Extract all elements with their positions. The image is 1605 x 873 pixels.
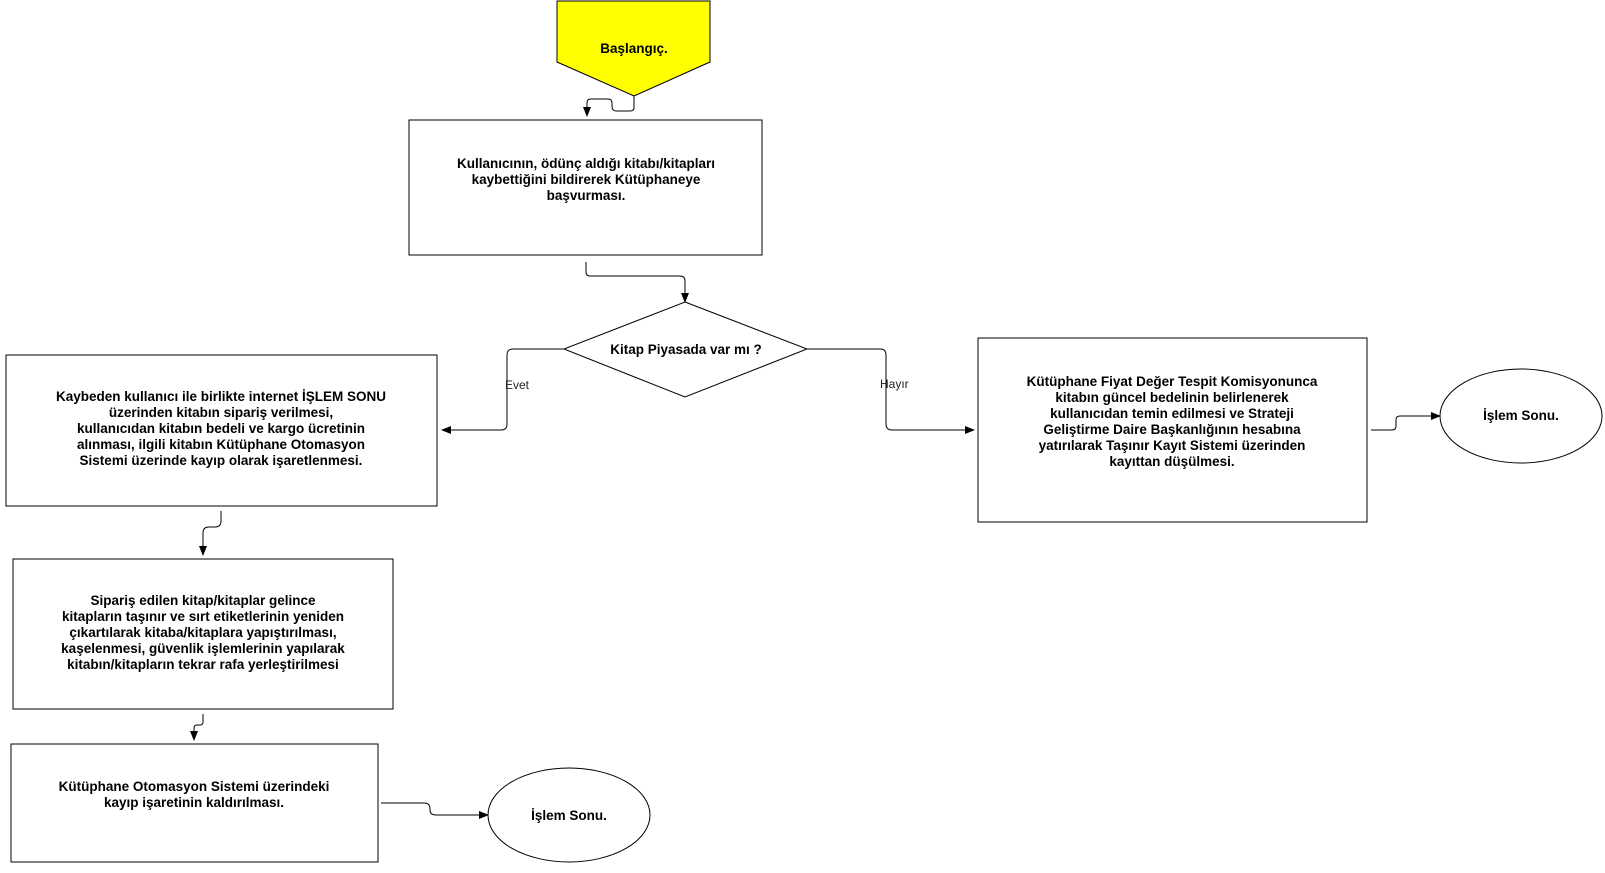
end-bottom-label: İşlem Sonu. [531,808,607,823]
edge-decision-to-commission [807,348,975,434]
edge-decision-to-order [441,348,564,434]
end-node-right[interactable]: İşlem Sonu. [1439,368,1603,464]
text-line: Kütüphane Fiyat Değer Tespit Komisyonunc… [1027,374,1318,389]
commission-label: Kütüphane Fiyat Değer Tespit Komisyonunc… [1027,374,1318,469]
text-line: Kaybeden kullanıcı ile birlikte internet… [56,389,386,404]
commission-shape [977,337,1368,523]
order-box[interactable]: Kaybeden kullanıcı ile birlikte internet… [5,354,438,507]
end-node-bottom[interactable]: İşlem Sonu. [487,767,651,863]
end-bottom-shape [487,767,651,863]
edge-commission-to-end [1371,412,1441,431]
edge-report-to-decision [585,262,689,303]
text-line: Kütüphane Otomasyon Sistemi üzerindeki [59,779,330,794]
text-line: üzerinden kitabın sipariş verilmesi, [109,405,333,420]
text-line: Geliştirme Daire Başkanlığının hesabına [1043,422,1301,437]
text-line: başvurması. [547,188,626,203]
text-line: Sipariş edilen kitap/kitaplar gelince [90,593,316,608]
report-box[interactable]: Kullanıcının, ödünç aldığı kitabı/kitapl… [408,119,763,256]
edge-label-yes: Evet [505,378,530,392]
text-line: kullanıcıdan kitabın bedeli ve kargo ücr… [77,421,365,436]
decision-node[interactable]: Kitap Piyasada var mı ? [562,301,809,398]
labels-shape [12,558,394,710]
decision-shape [562,301,809,398]
edge-start-to-report [583,96,635,117]
text-line: kitabın güncel bedelinin belirlenerek [1055,390,1289,405]
start-label: Başlangıç. [600,41,668,56]
text-line: Sistemi üzerinde kayıp olarak işaretlenm… [80,453,363,468]
text-line: yatırılarak Taşınır Kayıt Sistemi üzerin… [1039,438,1306,453]
start-node[interactable]: Başlangıç. [556,0,711,97]
edge-order-to-labels [199,511,222,556]
start-shape [556,0,711,97]
report-shape [408,119,763,256]
decision-label: Kitap Piyasada var mı ? [610,342,762,357]
text-line: kitabın/kitapların tekrar rafa yerleştir… [67,657,339,672]
end-right-label: İşlem Sonu. [1483,408,1559,423]
text-line: kayıp işaretinin kaldırılması. [104,795,284,810]
end-right-shape [1439,368,1603,464]
order-shape [5,354,438,507]
edge-label-no: Hayır [880,377,909,391]
text-line: Kullanıcının, ödünç aldığı kitabı/kitapl… [457,156,715,171]
text-line: çıkartılarak kitaba/kitaplara yapıştırıl… [69,625,336,640]
order-label: Kaybeden kullanıcı ile birlikte internet… [56,389,386,468]
text-line: kullanıcıdan temin edilmesi ve Strateji [1050,406,1294,421]
edge-labels-to-unmark [190,714,204,741]
text-line: kitapların taşınır ve sırt etiketlerinin… [62,609,344,624]
unmark-shape [10,743,379,863]
report-label: Kullanıcının, ödünç aldığı kitabı/kitapl… [457,156,715,203]
commission-box[interactable]: Kütüphane Fiyat Değer Tespit Komisyonunc… [977,337,1368,523]
text-line: alınması, ilgili kitabın Kütüphane Otoma… [77,437,365,452]
text-line: kayıttan düşülmesi. [1109,454,1234,469]
edge-unmark-to-end [381,802,489,819]
text-line: kaybettiğini bildirerek Kütüphaneye [472,172,701,187]
text-line: kaşelenmesi, güvenlik işlemlerinin yapıl… [61,641,345,656]
